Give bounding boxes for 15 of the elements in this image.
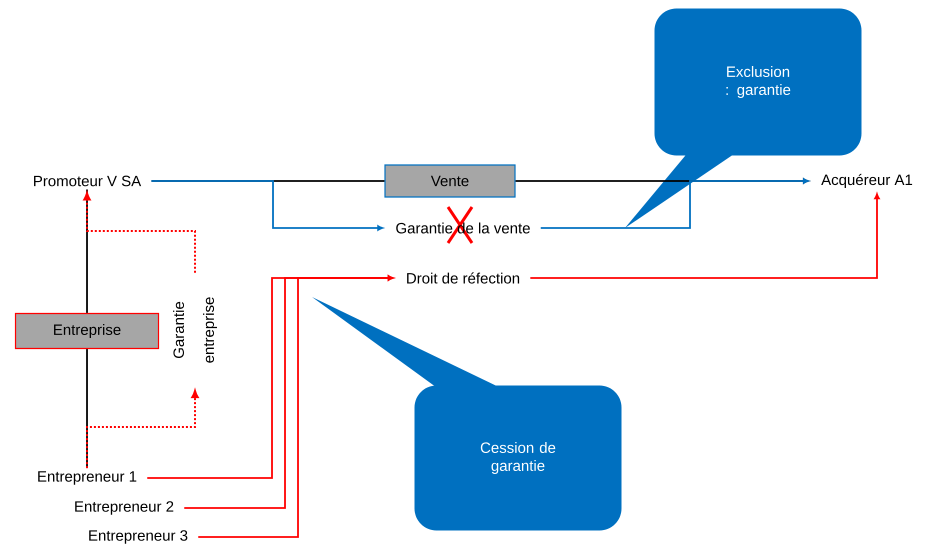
label-text: Entrepreneur 1 [38,471,136,485]
process-box: Entreprise [14,312,160,350]
arrow [83,192,196,273]
label-text: Entrepreneur 2 [75,501,174,515]
arrow [86,390,199,468]
process-box: Vente [384,164,516,198]
arrow [151,180,384,231]
callout-bubble: Cession de garantie [312,296,622,530]
label-text: Entrepreneur 3 [89,530,188,544]
arrow [540,178,809,229]
label-text: Droit de réfection [407,272,520,284]
arrow [530,193,880,279]
arrow [198,275,394,538]
label-text: Promoteur V SA [34,176,142,186]
label-text: Garantie entreprise [173,297,217,363]
